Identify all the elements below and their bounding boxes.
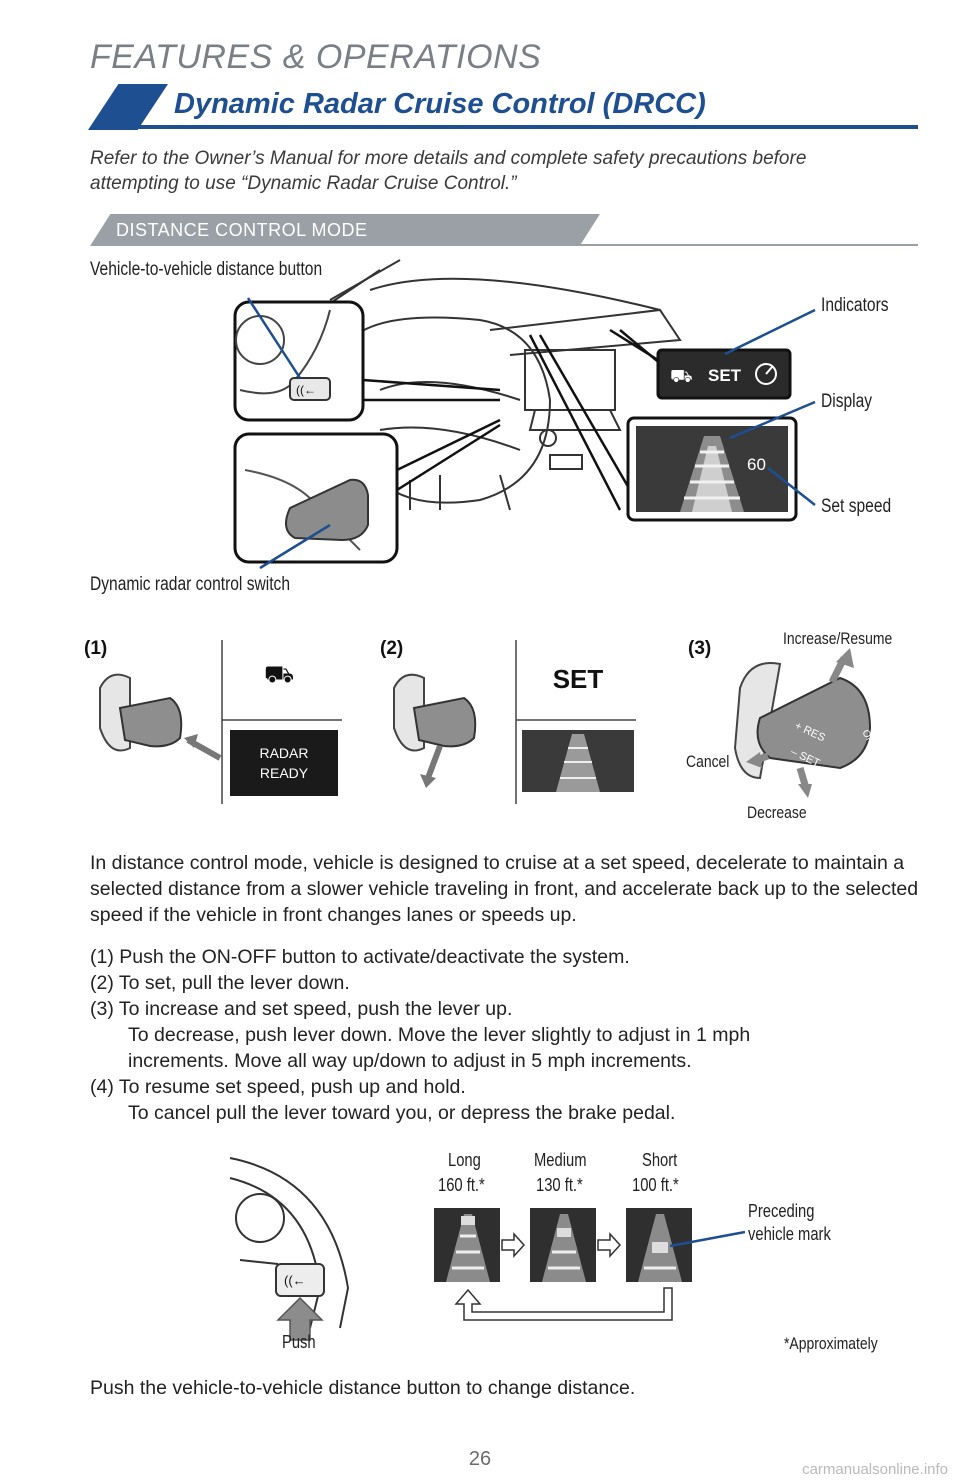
radar-car-icon: ⛟ xyxy=(264,661,294,688)
medium-value: 130 ft.* xyxy=(536,1175,583,1195)
dashboard-figure: ((← ⛟ SET 60 xyxy=(233,259,816,570)
cancel-label: Cancel xyxy=(686,752,730,771)
mode-tab: DISTANCE CONTROL MODE xyxy=(90,214,918,248)
title-bar: Dynamic Radar Cruise Control (DRCC) xyxy=(88,84,918,132)
callout-switch: Dynamic radar control switch xyxy=(90,574,291,595)
svg-text:((←: ((← xyxy=(284,1273,306,1288)
push-instruction: Push the vehicle-to-vehicle distance but… xyxy=(90,1377,636,1399)
distance-figure: ((← xyxy=(229,1157,746,1341)
approx-note: *Approximately xyxy=(784,1334,878,1353)
callout-display: Display xyxy=(821,391,873,412)
step-line: (1) Push the ON-OFF button to activate/d… xyxy=(90,946,630,968)
step2-label: (2) xyxy=(380,638,403,659)
connector-lines xyxy=(362,328,681,511)
radar-indicator-icon: ⛟ xyxy=(670,366,693,386)
title-accent xyxy=(88,84,168,130)
short-label: Short xyxy=(642,1150,678,1170)
step-line: To cancel pull the lever toward you, or … xyxy=(128,1102,676,1124)
cycle-arrow-icon xyxy=(454,1287,673,1321)
push-arrow-icon xyxy=(276,1296,324,1341)
step-line: (2) To set, pull the lever down. xyxy=(90,972,350,994)
cruise-icon xyxy=(755,363,777,385)
distance-button xyxy=(275,1263,325,1297)
step-line: (4) To resume set speed, push up and hol… xyxy=(90,1076,466,1098)
radar-ready-line2: READY xyxy=(260,765,309,781)
page-title: Dynamic Radar Cruise Control (DRCC) xyxy=(174,88,706,120)
next-arrow-icon xyxy=(501,1232,526,1258)
mode-tab-bg xyxy=(90,214,600,246)
section-header: FEATURES & OPERATIONS xyxy=(90,38,542,76)
set-display-label: SET xyxy=(553,664,604,694)
long-value: 160 ft.* xyxy=(438,1175,485,1195)
title-rule xyxy=(138,125,918,129)
display-screen: 60 xyxy=(626,416,798,522)
distance-screen-medium xyxy=(530,1208,596,1282)
preceding-label-2: vehicle mark xyxy=(748,1224,831,1244)
callout-lines xyxy=(246,297,816,570)
watermark: carmanualsonline.info xyxy=(802,1461,948,1478)
mode-tab-rule xyxy=(580,244,918,246)
increase-resume-label: Increase/Resume xyxy=(783,629,893,648)
indicator-set-label: SET xyxy=(708,366,742,385)
svg-text:((←: ((← xyxy=(296,383,316,397)
steering-button-drawing xyxy=(229,1157,350,1329)
medium-label: Medium xyxy=(534,1150,587,1170)
callout-distance-button: Vehicle-to-vehicle distance button xyxy=(90,259,323,280)
intro-text: Refer to the Owner’s Manual for more det… xyxy=(90,148,807,194)
step-line: (3) To increase and set speed, push the … xyxy=(90,998,513,1020)
radar-ready-line1: RADAR xyxy=(259,745,308,761)
mode-tab-label: DISTANCE CONTROL MODE xyxy=(116,220,368,240)
distance-button-inset: ((← xyxy=(233,300,365,422)
steps-list: (1) Push the ON-OFF button to activate/d… xyxy=(90,944,920,1126)
step3-lever: + RES – SET ON-OFF xyxy=(733,648,888,798)
preceding-callout-line xyxy=(669,1230,746,1248)
long-label: Long xyxy=(448,1150,481,1170)
push-label: Push xyxy=(282,1332,316,1352)
short-value: 100 ft.* xyxy=(632,1175,679,1195)
callout-set-speed: Set speed xyxy=(821,496,892,517)
page-number: 26 xyxy=(468,1448,492,1470)
preceding-label-1: Preceding xyxy=(748,1201,815,1221)
decrease-label: Decrease xyxy=(747,803,807,822)
step-line: To decrease, push lever down. Move the l… xyxy=(128,1024,751,1046)
cockpit-drawing xyxy=(319,259,682,511)
next-arrow-icon xyxy=(597,1232,622,1258)
body-paragraph: In distance control mode, vehicle is des… xyxy=(90,852,919,926)
step1-lever xyxy=(99,673,222,761)
indicator-strip: ⛟ SET xyxy=(656,348,792,400)
step1-label: (1) xyxy=(84,638,107,659)
switch-inset xyxy=(233,432,399,564)
step-line: increments. Move all way up/down to adju… xyxy=(128,1050,692,1072)
callout-indicators: Indicators xyxy=(821,295,889,316)
display-set-speed: 60 xyxy=(747,455,766,474)
step2-lever xyxy=(393,673,477,788)
steps-figure: (1) (2) (3) ⛟ RADAR READY SET + RES – SE… xyxy=(84,638,888,804)
step3-label: (3) xyxy=(688,638,711,659)
distance-screen-long xyxy=(434,1208,500,1282)
